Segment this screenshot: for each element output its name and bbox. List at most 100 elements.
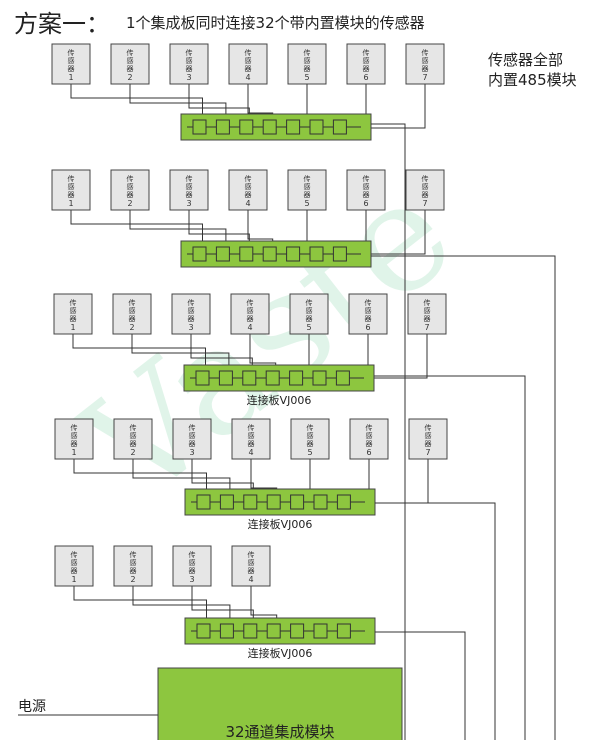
board-connector	[289, 370, 304, 386]
sensor-label: 器	[127, 191, 134, 199]
board-connector	[219, 623, 234, 639]
sensor-number: 6	[366, 448, 371, 457]
sensor-label: 器	[422, 65, 429, 73]
sensor-label: 感	[130, 431, 137, 440]
sensor-label: 传	[306, 298, 313, 307]
sensor-number: 1	[71, 575, 76, 584]
sensor-box	[346, 169, 386, 211]
sensor-number: 3	[189, 575, 194, 584]
sensor-wire	[131, 334, 230, 371]
sensor-label: 器	[188, 315, 195, 323]
board-connector	[266, 623, 281, 639]
sensor-label: 感	[248, 431, 255, 440]
sensor-box	[290, 418, 330, 460]
sensor-number: 1	[68, 199, 73, 208]
sensor-label: 传	[307, 423, 314, 432]
sensor-label: 感	[129, 306, 136, 315]
sensor-number: 2	[130, 575, 135, 584]
board-connector	[336, 494, 351, 510]
sensor-label: 传	[247, 298, 254, 307]
sensor-number: 1	[71, 448, 76, 457]
sensor-box	[287, 169, 327, 211]
sensor-number: 6	[365, 323, 370, 332]
sensor-label: 器	[189, 567, 196, 575]
sensor-label: 传	[130, 550, 137, 559]
board-connector	[219, 494, 234, 510]
sensor-wire	[129, 84, 227, 120]
sensor-label: 传	[127, 174, 134, 183]
side-note-line2: 内置485模块	[488, 71, 577, 89]
sensor-number: 2	[127, 199, 132, 208]
sensor-label: 感	[71, 431, 78, 440]
sensor-number: 5	[304, 199, 309, 208]
scheme-title: 方案一：	[14, 10, 110, 38]
sensor-number: 2	[127, 73, 132, 82]
sensor-label: 传	[71, 423, 78, 432]
sensor-box	[169, 43, 209, 85]
board-connector	[265, 370, 280, 386]
sensor-label: 感	[365, 306, 372, 315]
sensor-label: 器	[306, 315, 313, 323]
sensor-wire	[72, 334, 206, 371]
board-connector	[313, 623, 328, 639]
sensor-label: 传	[304, 174, 311, 183]
sensor-box	[113, 545, 153, 587]
sensor-label: 器	[248, 440, 255, 448]
sensor-label: 传	[424, 298, 431, 307]
sensor-box	[405, 169, 445, 211]
sensor-number: 4	[245, 199, 250, 208]
sensor-label: 传	[188, 298, 195, 307]
sensor-number: 6	[363, 199, 368, 208]
board-connector	[195, 370, 210, 386]
sensor-label: 感	[304, 182, 311, 191]
sensor-label: 传	[366, 423, 373, 432]
sensor-label: 器	[248, 567, 255, 575]
sensor-label: 传	[68, 174, 75, 183]
sensor-label: 器	[129, 315, 136, 323]
sensor-label: 器	[304, 65, 311, 73]
sensor-box	[110, 169, 150, 211]
sensor-box	[349, 418, 389, 460]
sensor-label: 器	[68, 65, 75, 73]
board-label: 连接板VJ006	[248, 517, 313, 531]
sensor-label: 器	[307, 440, 314, 448]
sensor-box	[51, 169, 91, 211]
sensor-label: 器	[425, 440, 432, 448]
sensor-box	[346, 43, 386, 85]
board-connector	[262, 246, 277, 262]
sensor-label: 感	[248, 558, 255, 567]
board-connector	[290, 623, 305, 639]
sensor-label: 感	[363, 182, 370, 191]
sensor-label: 传	[68, 48, 75, 57]
board-connector	[336, 623, 351, 639]
sensor-wire	[70, 84, 203, 120]
sensor-number: 4	[247, 323, 252, 332]
sensor-label: 感	[186, 182, 193, 191]
sensor-label: 传	[130, 423, 137, 432]
sensor-label: 感	[127, 56, 134, 65]
sensor-label: 器	[247, 315, 254, 323]
sensor-label: 传	[363, 48, 370, 57]
sensor-wire	[132, 459, 231, 495]
board-connector	[309, 119, 324, 135]
board-label: 连接板VJ006	[247, 393, 312, 407]
board-connector	[290, 494, 305, 510]
board-connector	[309, 246, 324, 262]
sensor-label: 感	[71, 558, 78, 567]
sensor-box	[228, 169, 268, 211]
sensor-label: 器	[245, 65, 252, 73]
sensor-label: 感	[70, 306, 77, 315]
board-output-wire	[375, 631, 466, 740]
sensor-number: 5	[307, 448, 312, 457]
sensor-box	[53, 293, 93, 335]
sensor-label: 感	[245, 56, 252, 65]
sensor-label: 感	[425, 431, 432, 440]
sensor-box	[51, 43, 91, 85]
sensor-label: 器	[189, 440, 196, 448]
board-connector	[335, 370, 350, 386]
sensor-box	[230, 293, 270, 335]
sensor-box	[54, 545, 94, 587]
sensor-number: 6	[363, 73, 368, 82]
sensor-label: 器	[71, 440, 78, 448]
sensor-label: 感	[422, 56, 429, 65]
